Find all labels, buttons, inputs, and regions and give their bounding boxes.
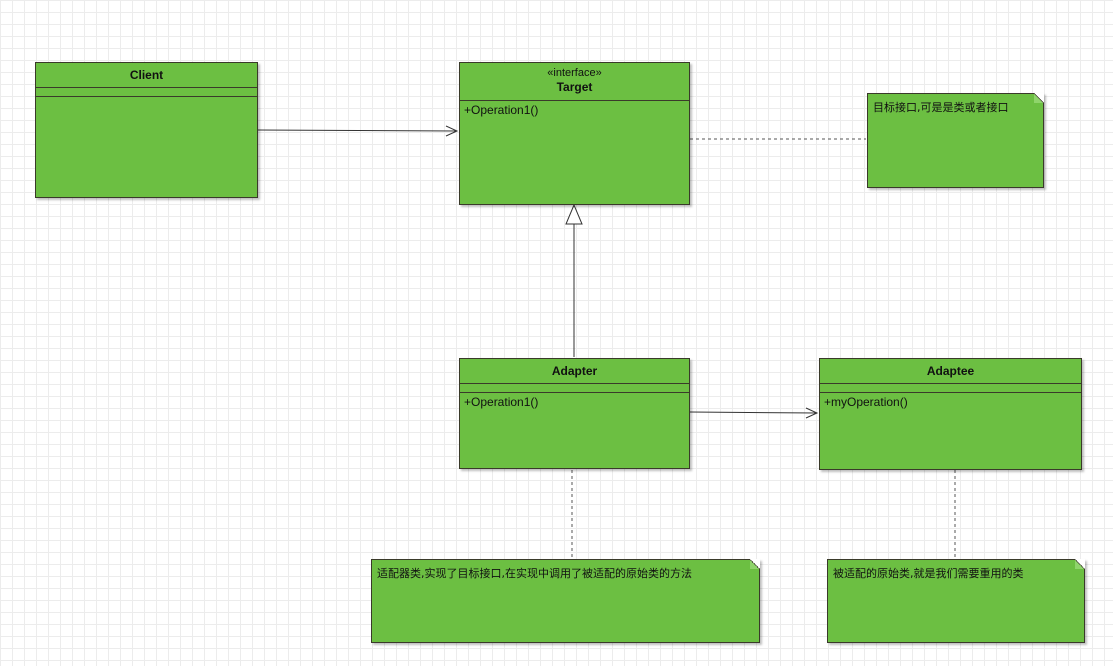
class-target-header: «interface» Target [460, 63, 689, 101]
note-adapter[interactable]: 适配器类,实现了目标接口,在实现中调用了被适配的原始类的方法 [371, 559, 760, 643]
class-client-attributes [36, 88, 257, 97]
note-fold-corner [1075, 559, 1085, 569]
class-target-operation[interactable]: +Operation1() [464, 103, 539, 117]
association-adapter-adaptee-arrowhead [805, 407, 819, 419]
class-adapter-operations: +Operation1() [460, 393, 689, 411]
note-fold-corner [750, 559, 760, 569]
class-adapter-operation[interactable]: +Operation1() [464, 395, 539, 409]
class-client[interactable]: Client [35, 62, 258, 198]
class-adaptee[interactable]: Adaptee +myOperation() [819, 358, 1082, 470]
association-adapter-adaptee[interactable] [689, 411, 818, 414]
note-fold-corner [1034, 93, 1044, 103]
class-target-operations: +Operation1() [460, 101, 689, 119]
note-adaptee-text: 被适配的原始类,就是我们需要重用的类 [833, 567, 1024, 580]
class-client-name: Client [36, 63, 257, 88]
class-adapter-attributes [460, 384, 689, 393]
realization-arrowhead [565, 203, 583, 225]
class-adaptee-attributes [820, 384, 1081, 393]
class-client-operations [36, 97, 257, 101]
class-target-name: Target [556, 80, 593, 94]
note-adapter-text: 适配器类,实现了目标接口,在实现中调用了被适配的原始类的方法 [377, 567, 692, 580]
class-adapter-name: Adapter [460, 359, 689, 384]
note-adaptee[interactable]: 被适配的原始类,就是我们需要重用的类 [827, 559, 1085, 643]
class-adaptee-operations: +myOperation() [820, 393, 1081, 411]
class-adapter[interactable]: Adapter +Operation1() [459, 358, 690, 469]
note-target-text: 目标接口,可是是类或者接口 [873, 101, 1009, 114]
association-client-target-arrowhead [445, 125, 459, 137]
association-client-target[interactable] [257, 129, 458, 132]
class-target[interactable]: «interface» Target +Operation1() [459, 62, 690, 205]
note-target[interactable]: 目标接口,可是是类或者接口 [867, 93, 1044, 188]
class-adaptee-name: Adaptee [820, 359, 1081, 384]
class-target-stereotype: «interface» [547, 67, 602, 79]
class-adaptee-operation[interactable]: +myOperation() [824, 395, 908, 409]
